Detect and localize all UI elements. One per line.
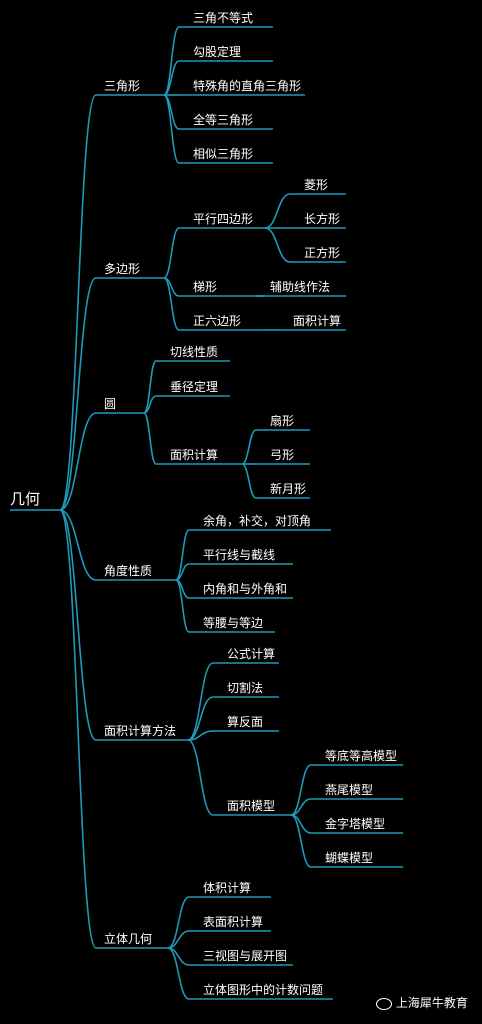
branch-node: 立体几何 bbox=[104, 932, 153, 946]
grandchild-node: 长方形 bbox=[304, 212, 341, 226]
branch-connector bbox=[59, 509, 97, 949]
branch-node: 面积计算方法 bbox=[104, 724, 177, 738]
child-node: 立体图形中的计数问题 bbox=[203, 983, 324, 997]
child-connector bbox=[187, 696, 214, 741]
branch-connector bbox=[59, 509, 97, 741]
child-node: 等腰与等边 bbox=[203, 616, 264, 630]
branch-connector bbox=[59, 277, 97, 511]
grandchild-connector bbox=[241, 463, 257, 499]
child-node: 正六边形 bbox=[193, 314, 242, 328]
watermark-text: 上海犀牛教育 bbox=[395, 996, 468, 1010]
child-connector bbox=[163, 94, 180, 164]
child-connector bbox=[143, 412, 157, 465]
child-connector bbox=[187, 739, 214, 816]
child-node: 表面积计算 bbox=[203, 915, 264, 929]
branch-node: 角度性质 bbox=[104, 564, 153, 578]
child-connector bbox=[163, 227, 180, 279]
grandchild-node: 等底等高模型 bbox=[325, 749, 398, 763]
grandchild-node: 辅助线作法 bbox=[270, 280, 331, 294]
branch-node: 多边形 bbox=[104, 262, 141, 276]
child-connector bbox=[163, 277, 180, 331]
child-connector bbox=[175, 529, 190, 581]
child-node: 特殊角的直角三角形 bbox=[193, 79, 302, 93]
child-node: 勾股定理 bbox=[193, 45, 242, 59]
grandchild-node: 金字塔模型 bbox=[325, 817, 386, 831]
child-node: 平行四边形 bbox=[193, 212, 254, 226]
grandchild-connector bbox=[241, 429, 257, 465]
grandchild-node: 弓形 bbox=[270, 448, 295, 462]
child-connector bbox=[163, 60, 180, 96]
branch-node: 三角形 bbox=[104, 79, 141, 93]
child-connector bbox=[167, 896, 190, 949]
child-node: 余角，补交，对顶角 bbox=[203, 514, 312, 528]
grandchild-node: 蝴蝶模型 bbox=[325, 851, 374, 865]
grandchild-node: 新月形 bbox=[270, 482, 307, 496]
wechat-icon bbox=[376, 997, 392, 1010]
child-node: 公式计算 bbox=[227, 647, 276, 661]
grandchild-connector bbox=[290, 764, 312, 816]
grandchild-node: 扇形 bbox=[270, 414, 295, 428]
child-connector bbox=[143, 360, 157, 414]
child-connector bbox=[163, 26, 180, 96]
child-connector bbox=[187, 730, 214, 741]
grandchild-node: 正方形 bbox=[304, 246, 341, 260]
child-connector bbox=[167, 947, 190, 1000]
grandchild-node: 菱形 bbox=[304, 178, 329, 192]
child-node: 三视图与展开图 bbox=[203, 949, 288, 963]
child-node: 相似三角形 bbox=[193, 147, 254, 161]
child-node: 全等三角形 bbox=[193, 113, 254, 127]
grandchild-connector bbox=[264, 193, 291, 229]
child-node: 平行线与截线 bbox=[203, 548, 276, 562]
child-node: 三角不等式 bbox=[193, 11, 254, 25]
watermark: 上海犀牛教育 bbox=[376, 994, 468, 1011]
child-node: 垂径定理 bbox=[170, 380, 219, 394]
child-node: 面积计算 bbox=[170, 448, 219, 462]
child-node: 梯形 bbox=[193, 280, 218, 294]
child-node: 切割法 bbox=[227, 681, 264, 695]
child-node: 算反面 bbox=[227, 715, 264, 729]
child-node: 内角和与外角和 bbox=[203, 582, 288, 596]
child-node: 体积计算 bbox=[203, 881, 252, 895]
branch-connector bbox=[59, 412, 97, 511]
branch-connector bbox=[59, 94, 97, 511]
grandchild-node: 燕尾模型 bbox=[325, 783, 374, 797]
grandchild-node: 面积计算 bbox=[293, 314, 342, 328]
child-node: 面积模型 bbox=[227, 799, 276, 813]
branch-node: 圆 bbox=[104, 397, 117, 411]
branch-connector bbox=[59, 509, 97, 581]
child-connector bbox=[143, 395, 157, 414]
grandchild-connector bbox=[264, 227, 291, 263]
child-connector bbox=[187, 662, 214, 741]
child-node: 切线性质 bbox=[170, 345, 219, 359]
root-node: 几何 bbox=[10, 490, 41, 508]
child-connector bbox=[175, 579, 190, 633]
grandchild-connector bbox=[290, 814, 312, 868]
